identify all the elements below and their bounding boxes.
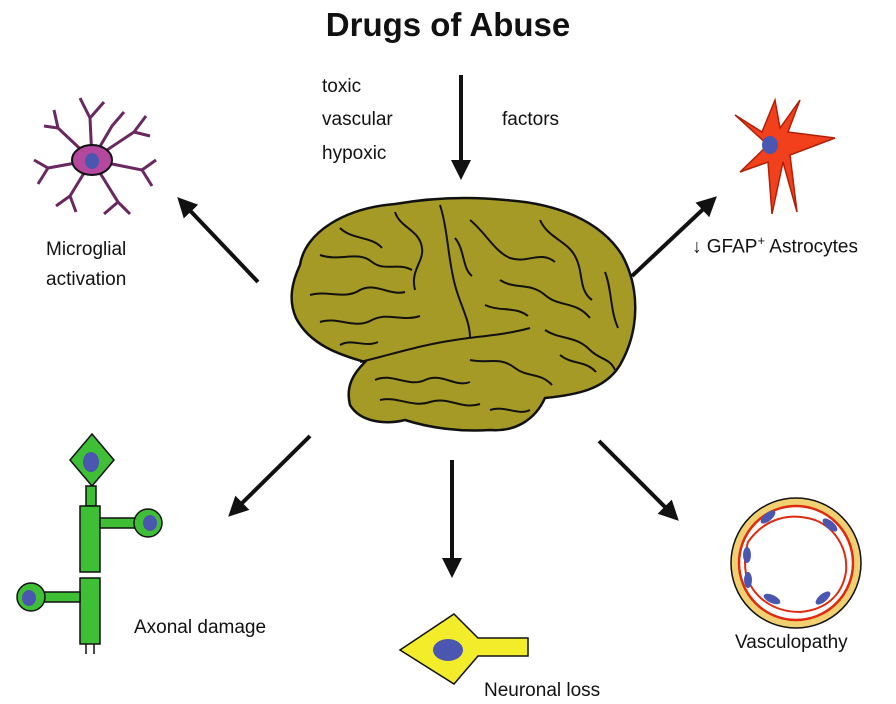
axon-damage-icon (17, 434, 162, 654)
arrow-to-axon (231, 436, 310, 514)
neuron-cell-icon (400, 614, 528, 684)
arrow-to-vessel (599, 441, 676, 518)
vessel-icon (731, 498, 861, 628)
microglia-cell-icon (34, 98, 156, 214)
arrow-to-astrocyte (632, 199, 714, 276)
arrow-to-microglia (180, 200, 258, 282)
brain-illustration (292, 198, 636, 431)
astrocyte-cell-icon (735, 100, 835, 214)
